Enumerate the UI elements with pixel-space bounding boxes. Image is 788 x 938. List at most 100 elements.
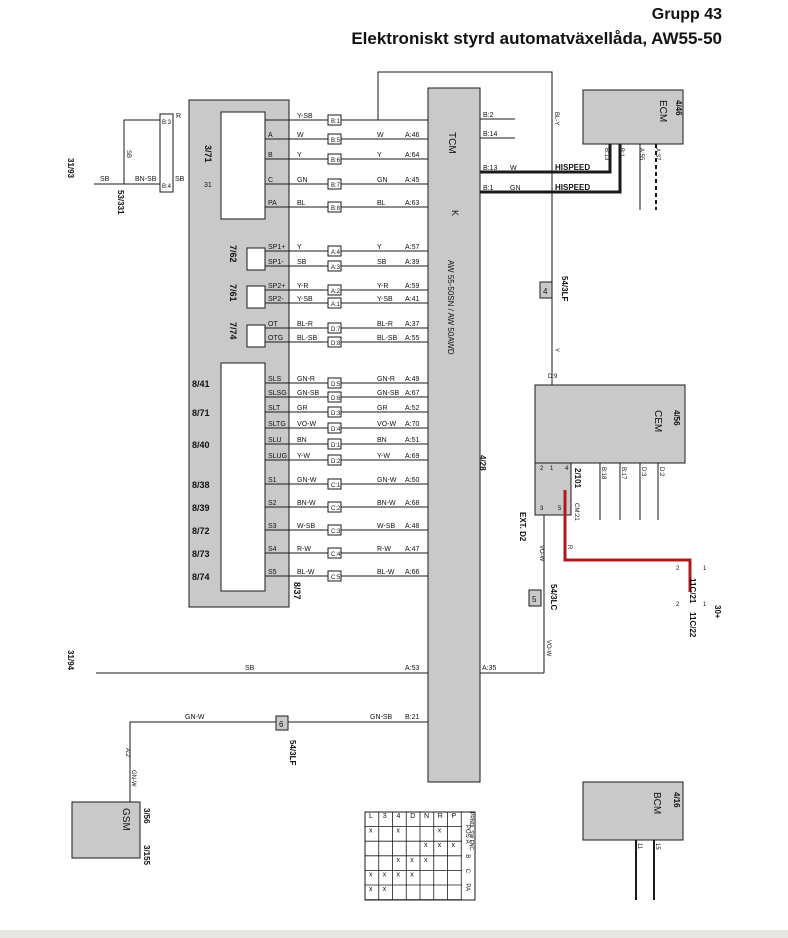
sensor-box-761 <box>246 285 266 309</box>
ecm-pin: B:1 <box>618 148 624 158</box>
bcm-pin: 11 <box>636 843 642 850</box>
tcm-pin: A:51 <box>405 437 420 444</box>
pin-id: A:4 <box>331 250 341 256</box>
pin-id: D:2 <box>331 459 341 465</box>
frame-ref: 8/37 <box>292 582 302 600</box>
connector-ref: 54/3LF <box>560 276 569 301</box>
wire-color: BL-R <box>297 321 313 328</box>
wire-color: GN-W <box>297 477 317 484</box>
sensor-ref: 7/74 <box>228 322 238 340</box>
hispeed-label: HISPEED <box>555 163 590 172</box>
ecm-pin: A:37 <box>654 148 660 161</box>
wire-color: GN <box>510 185 521 192</box>
pin-id: C:2 <box>331 506 341 512</box>
connector-pin: 5 <box>532 595 537 604</box>
table-pos: 3 <box>383 813 387 820</box>
wire-color: GN-SB <box>370 714 393 721</box>
pin-box <box>327 284 342 296</box>
pin-id: B:5 <box>331 138 341 144</box>
wire-color-right: VO-W <box>377 421 396 428</box>
relay-pin: 1 <box>550 466 554 472</box>
pin-box <box>327 336 342 348</box>
wire-color: R-W <box>297 546 311 553</box>
wire-color: GN <box>297 177 308 184</box>
wire-color: Y <box>297 152 302 159</box>
tcm-pin: A:39 <box>405 259 420 266</box>
table-header-cell: C <box>464 869 470 874</box>
cem-pin: B:17 <box>620 467 626 480</box>
pin-name: SLTG <box>268 421 286 428</box>
wire-color: SB <box>245 665 255 672</box>
tcm-pin: A:41 <box>405 296 420 303</box>
splice-ref: 11C/21 <box>688 578 697 604</box>
pin-id: C:1 <box>331 483 341 489</box>
pin-name: S4 <box>268 546 277 553</box>
switch-ref: 3/71 <box>203 145 213 163</box>
wire-color: BL-W <box>297 569 315 576</box>
connector-ref: 54/3LC <box>549 584 558 610</box>
tcm-pin: A:45 <box>405 177 420 184</box>
pin-box <box>327 422 342 434</box>
tcm-pin: A:37 <box>405 321 420 328</box>
tcm-ref: 4/28 <box>478 455 487 471</box>
gsm-label: GSM <box>120 808 131 831</box>
pin-box <box>327 178 342 190</box>
tcm-pin: A:68 <box>405 500 420 507</box>
pin-box <box>327 547 342 559</box>
pin-box <box>327 406 342 418</box>
pin-name: B <box>268 152 273 159</box>
pin-box <box>327 570 342 582</box>
cem-pin: B:18 <box>600 467 606 480</box>
wire-color: BN-W <box>297 500 316 507</box>
cem-pin: D:9 <box>548 374 558 380</box>
splice-ref: 11C/22 <box>688 612 697 638</box>
wire-color: GN-W <box>130 770 136 787</box>
bcm-ref: 4/16 <box>672 792 681 808</box>
wire-color: W <box>297 132 304 139</box>
valve-box <box>220 362 266 592</box>
wire-color-right: R-W <box>377 546 391 553</box>
pin-id: D:1 <box>331 443 341 449</box>
wire-color-right: Y-W <box>377 453 390 460</box>
pin-id: C:5 <box>331 575 341 581</box>
pin-name: SLSG <box>268 390 287 397</box>
pin-id: D:6 <box>331 396 341 402</box>
tcm-pin: A:55 <box>405 335 420 342</box>
pin-id: C:4 <box>331 552 341 558</box>
wire-color-right: W <box>377 132 384 139</box>
ecm-ref: 4/46 <box>674 100 683 116</box>
wire-color-right: BN-W <box>377 500 396 507</box>
splice-pin: 1 <box>703 602 707 608</box>
sensor-box-774 <box>246 324 266 348</box>
pin-id: B:3 <box>162 120 172 126</box>
table-title: PRNDL SW ENC. <box>468 812 474 852</box>
valve-ref: 8/41 <box>192 379 210 389</box>
pin-box <box>327 377 342 389</box>
wire-color-right: SB <box>377 259 387 266</box>
tcm-box <box>427 87 481 783</box>
pin-name: PA <box>268 200 277 207</box>
pin-box <box>327 201 342 213</box>
table-pos: R <box>438 813 443 820</box>
wire-color: GR <box>297 405 308 412</box>
tcm-pin: B:21 <box>405 714 420 721</box>
relay-pin: 5 <box>558 506 562 512</box>
relay-pin: 3 <box>540 506 544 512</box>
splice-pin: 2 <box>676 566 680 572</box>
ecm-pin: B:13 <box>603 148 609 161</box>
pin-name: SP1- <box>268 259 284 266</box>
pin-name: S3 <box>268 523 277 530</box>
connector-ref: 54/3LF <box>288 740 297 765</box>
pin-box <box>327 478 342 490</box>
red-power-wire <box>563 490 692 592</box>
connector-pin: 4 <box>543 287 548 296</box>
tcm-pin: A:66 <box>405 569 420 576</box>
pin-name: SLU <box>268 437 282 444</box>
gsm-ref2: 3/155 <box>142 845 151 866</box>
valve-ref: 8/71 <box>192 408 210 418</box>
sensor-ref: 7/62 <box>228 245 238 263</box>
tcm-pin: A:59 <box>405 283 420 290</box>
wire-color: VO-W <box>538 545 544 562</box>
tcm-b-pin: B:2 <box>483 112 494 119</box>
splice-pin: 1 <box>703 566 707 572</box>
